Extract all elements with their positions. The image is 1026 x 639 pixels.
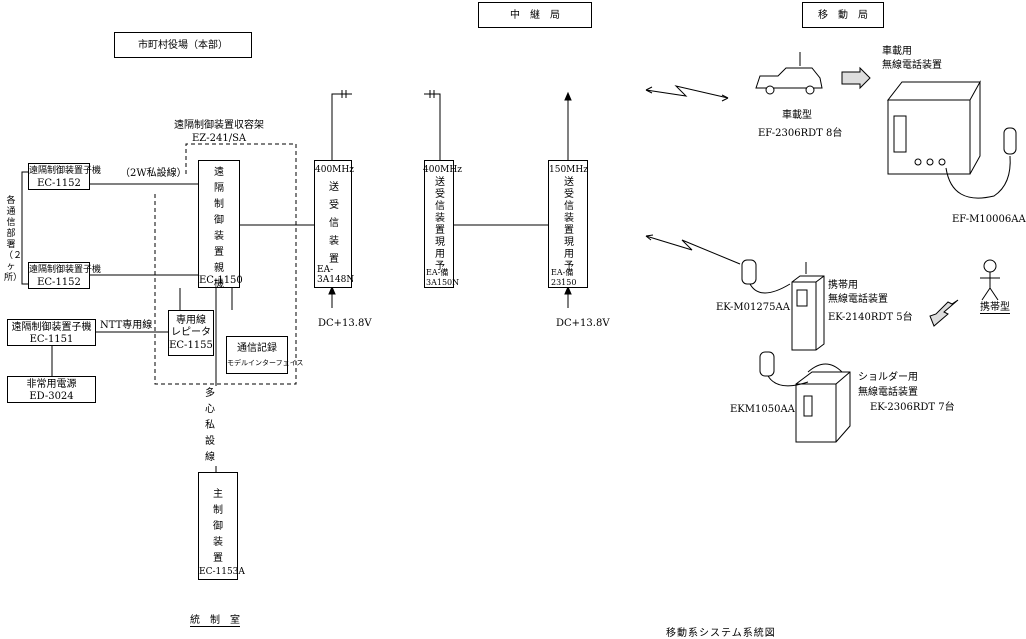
- radio-2: 400MHz 送受信装置現用予 EA-備 3A150N: [423, 160, 462, 288]
- portable-mic: EK-M01275AA: [716, 302, 790, 313]
- private-line-label: （2W私設線）: [120, 168, 187, 179]
- housing-dashed-border: [154, 143, 297, 385]
- radio-2-label: 送受信装置現用予: [435, 177, 445, 272]
- substation-3-label: 遠隔制御装置子機: [11, 322, 92, 333]
- shoulder-unit-line1: ショルダー用: [858, 372, 918, 383]
- multi-line-label: 多心私設線: [203, 386, 217, 466]
- radio-wave-2: [645, 235, 741, 265]
- radio-1-model1: EA-: [317, 265, 334, 275]
- radio-3-model2: 23150: [551, 278, 577, 287]
- vehicle-unit-line1: 車載用: [882, 46, 912, 57]
- emergency-power-model: ED-3024: [29, 391, 74, 402]
- recorder-line1: 通信記録: [237, 343, 277, 354]
- radio-1: 400MHz 送受信装置 EA- 3A148N: [314, 160, 355, 288]
- recorder-line2: モデルインターフェイス: [227, 359, 304, 367]
- dept-label: 各通信部署（２ヶ所）: [4, 196, 23, 283]
- portable-type: 携帯型: [980, 302, 1010, 314]
- relay-header: 中 継 局: [478, 2, 592, 28]
- housing-label: 遠隔制御装置収容架: [174, 120, 264, 131]
- housing-model: EZ-241/SA: [192, 133, 247, 144]
- radio-1-model2: 3A148N: [317, 275, 355, 285]
- recorder: 通信記録 モデルインターフェイス: [226, 336, 304, 374]
- vehicle-type: 車載型: [782, 110, 812, 121]
- shoulder-model: EK-2306RDT 7台: [870, 402, 955, 413]
- dept-bracket: [21, 171, 28, 285]
- emergency-power-label: 非常用電源: [26, 379, 77, 390]
- shoulder-mic: EKM1050AA: [730, 404, 795, 415]
- emergency-power: 非常用電源 ED-3024: [7, 376, 96, 403]
- radio1-antenna: [331, 93, 352, 160]
- person-figure: [983, 259, 997, 273]
- vehicle-mic: EF-M10006AA: [952, 214, 1026, 225]
- portable-unit-line1: 携帯用: [828, 280, 858, 291]
- diagram-caption: 移動系システム系統図: [666, 628, 776, 639]
- radio-2-freq: 400MHz: [423, 165, 462, 175]
- office-header-label: 市町村役場（本部）: [138, 40, 228, 51]
- radio-3-model1: EA-備: [551, 268, 574, 277]
- repeater-line1: 専用線: [176, 315, 206, 326]
- main-control-label: 主制御装置: [213, 489, 223, 564]
- substation-3-model: EC-1151: [29, 334, 74, 345]
- repeater: 専用線 レピータ EC-1155: [168, 310, 214, 356]
- portable-radio-drawing: [791, 275, 825, 351]
- portable-unit-line2: 無線電話装置: [828, 294, 888, 305]
- main-control-model: EC-1153A: [199, 567, 245, 577]
- radio-2-model1: EA-備: [426, 268, 449, 277]
- radio-2-model2: 3A150N: [426, 278, 460, 287]
- vehicle-unit-line2: 無線電話装置: [882, 60, 942, 71]
- radio-3-freq: 150MHz: [549, 165, 588, 175]
- office-header: 市町村役場（本部）: [114, 32, 252, 58]
- radio-3: 150MHz 送受信装置現用予 EA-備 23150: [548, 160, 588, 288]
- substation-1: 遠隔制御装置子機 EC-1152: [28, 163, 102, 190]
- repeater-model: EC-1155: [169, 340, 213, 351]
- dc-feed-2: DC+13.8V: [556, 318, 610, 329]
- car-shape: [755, 67, 823, 89]
- radio-wave-1: [645, 85, 729, 99]
- radio-1-freq: 400MHz: [315, 165, 354, 175]
- substation-1-model: EC-1152: [37, 178, 81, 189]
- dc-feed-1: DC+13.8V: [318, 318, 372, 329]
- repeater-line2: レピータ: [171, 327, 211, 338]
- vehicle-model: EF-2306RDT 8台: [758, 128, 843, 139]
- radio-3-label: 送受信装置現用予: [564, 177, 574, 272]
- ntt-line-label: NTT専用線: [100, 320, 153, 331]
- substation-1-label: 遠隔制御装置子機: [29, 166, 102, 176]
- vehicle-unit-drawing: [886, 80, 981, 175]
- mobile-header: 移 動 局: [802, 2, 884, 28]
- arrow-to-vehicle-unit: [841, 66, 871, 90]
- control-room-label: 統 制 室: [190, 615, 240, 627]
- substation-2-label: 遠隔制御装置子機: [29, 265, 102, 275]
- arrow-to-portable: [929, 299, 959, 327]
- control-main-label: 遠隔制御装置親機: [214, 167, 224, 290]
- control-main: 遠隔制御装置親機 EC-1150: [198, 160, 243, 290]
- shoulder-radio-drawing: [795, 371, 851, 443]
- substation-3: 遠隔制御装置子機 EC-1151: [7, 319, 96, 346]
- relay-header-label: 中 継 局: [510, 10, 560, 21]
- substation-2-model: EC-1152: [37, 277, 81, 288]
- mobile-header-label: 移 動 局: [818, 10, 868, 21]
- radio2-antenna: [424, 93, 441, 160]
- substation-2: 遠隔制御装置子機 EC-1152: [28, 262, 102, 289]
- control-main-model: EC-1150: [199, 275, 243, 286]
- shoulder-unit-line2: 無線電話装置: [858, 387, 918, 398]
- radio-1-label: 送受信装置: [329, 182, 339, 265]
- main-control: 主制御装置 EC-1153A: [198, 472, 245, 580]
- portable-model: EK-2140RDT 5台: [828, 312, 913, 323]
